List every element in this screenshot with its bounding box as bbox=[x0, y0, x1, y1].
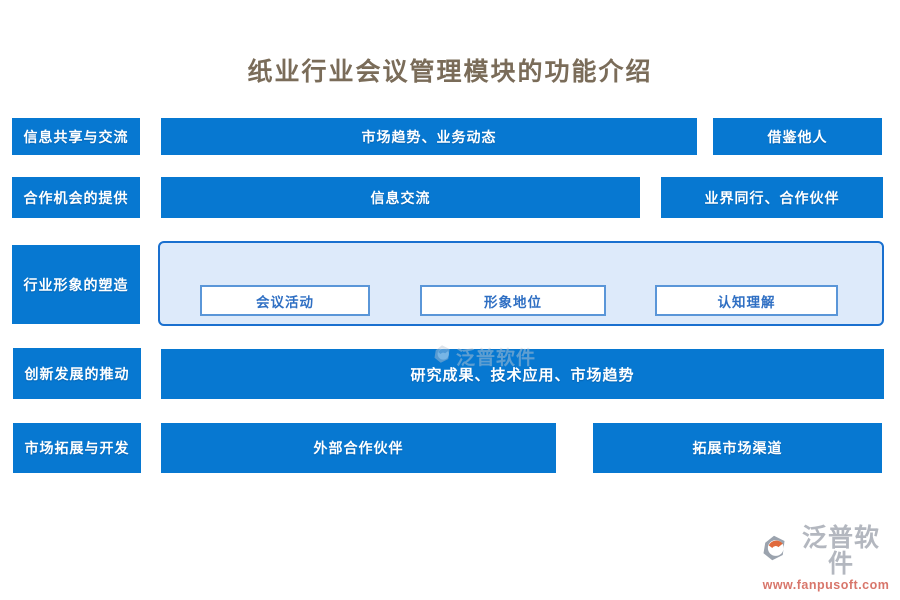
left-node-info-sharing: 信息共享与交流 bbox=[12, 118, 140, 155]
industry-image-group: 会议活动 形象地位 认知理解 bbox=[158, 241, 884, 326]
node-industry-peers-partners: 业界同行、合作伙伴 bbox=[661, 177, 883, 218]
node-research-tech-market: 研究成果、技术应用、市场趋势 bbox=[161, 349, 884, 399]
left-node-industry-image: 行业形象的塑造 bbox=[12, 245, 140, 324]
brand-url: www.fanpusoft.com bbox=[762, 578, 890, 592]
left-node-innovation-development: 创新发展的推动 bbox=[13, 348, 141, 399]
fanpu-logo-icon bbox=[760, 534, 788, 567]
node-expand-market-channels: 拓展市场渠道 bbox=[593, 423, 882, 473]
page-title: 纸业行业会议管理模块的功能介绍 bbox=[247, 57, 653, 86]
left-node-market-expansion: 市场拓展与开发 bbox=[13, 423, 141, 473]
node-information-exchange: 信息交流 bbox=[161, 177, 640, 218]
sub-node-cognition-understanding: 认知理解 bbox=[655, 285, 838, 316]
node-learn-from-others: 借鉴他人 bbox=[713, 118, 882, 155]
fanpu-logo: 泛普软件 www.fanpusoft.com bbox=[760, 523, 892, 592]
left-node-cooperation-opportunity: 合作机会的提供 bbox=[12, 177, 140, 218]
brand-name: 泛普软件 bbox=[801, 523, 880, 578]
node-market-trends: 市场趋势、业务动态 bbox=[161, 118, 697, 155]
sub-node-image-status: 形象地位 bbox=[420, 285, 606, 316]
node-external-partners: 外部合作伙伴 bbox=[161, 423, 556, 473]
sub-node-conference-activities: 会议活动 bbox=[200, 285, 370, 316]
